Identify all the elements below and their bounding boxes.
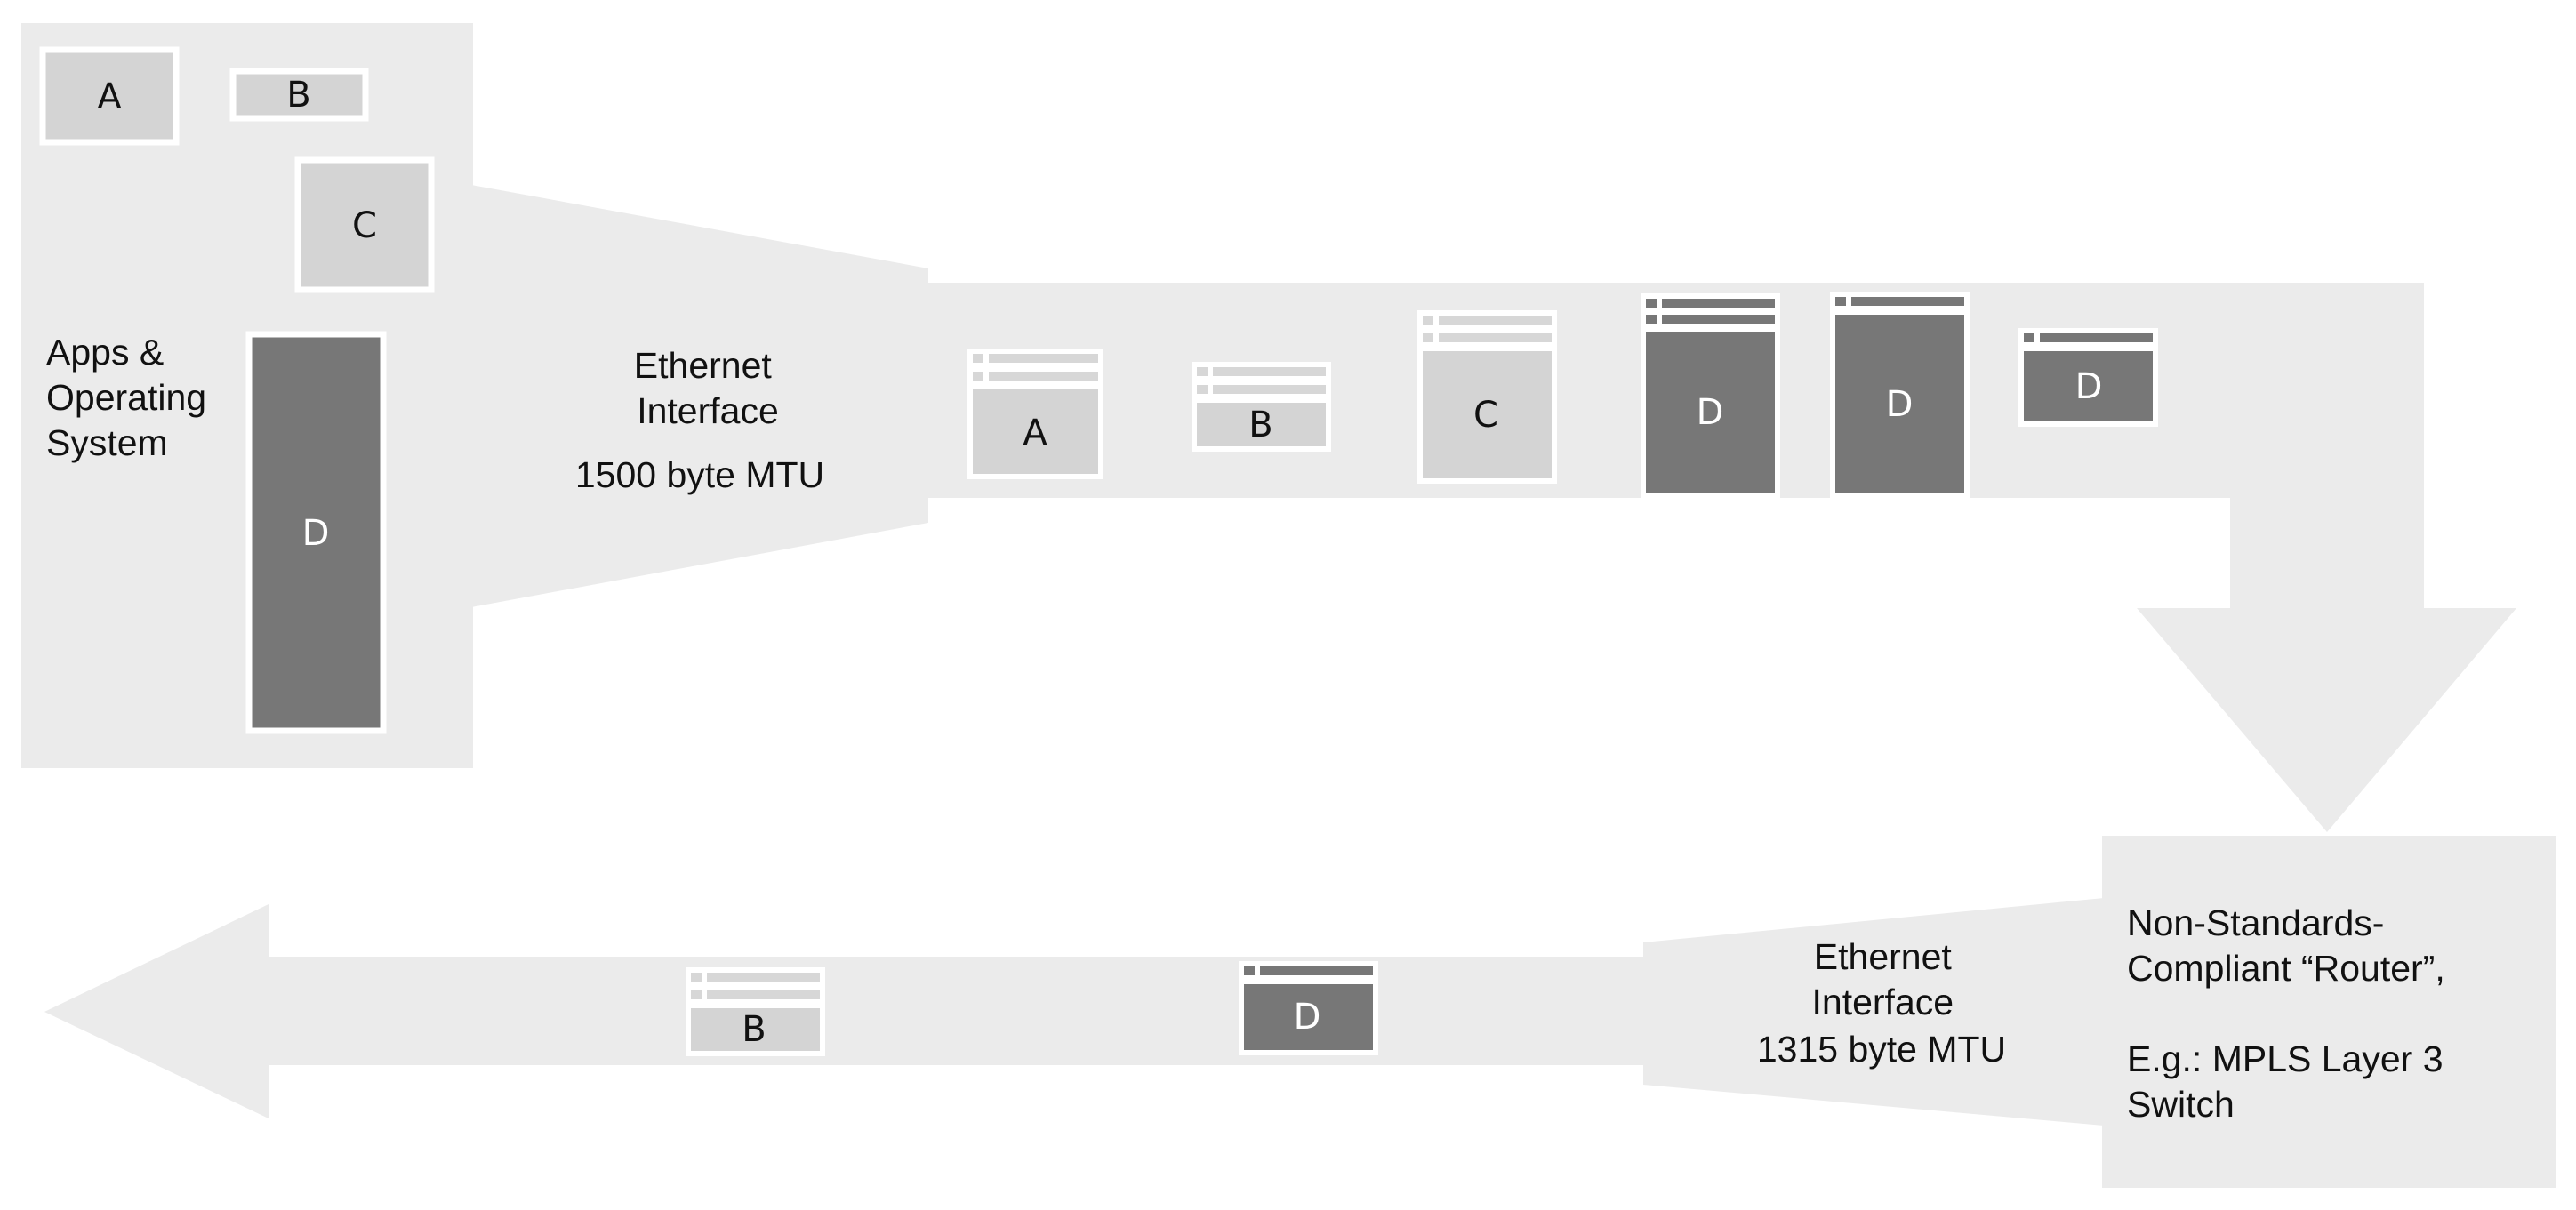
block-label: A	[97, 76, 122, 117]
data-block	[39, 46, 180, 146]
block-label: C	[352, 205, 377, 246]
packet-label: D	[1697, 392, 1724, 433]
header-bar	[1662, 299, 1775, 308]
header-bar	[1439, 333, 1552, 342]
header-bar	[989, 372, 1098, 381]
host-block-A: A	[39, 46, 180, 146]
packet-payload	[973, 389, 1098, 474]
packet-payload	[1244, 984, 1373, 1050]
header-tag	[1646, 299, 1657, 308]
outbound-packet-A: A	[967, 349, 1103, 479]
packet-label: A	[1023, 413, 1047, 453]
packet-label: D	[2075, 366, 2103, 407]
return-band	[267, 957, 1645, 1065]
host-label-line: System	[46, 422, 168, 463]
header-tag	[1423, 333, 1433, 342]
return-interface-label: Ethernet Interface 1315 byte MTU	[1757, 936, 2006, 1070]
host-block-B: B	[229, 68, 369, 122]
packet-label: D	[1294, 997, 1321, 1038]
outbound-interface-line: Ethernet	[634, 345, 773, 386]
outbound-packet-D: D	[1830, 292, 1970, 498]
packet-payload	[1835, 315, 1964, 493]
block-label: B	[286, 75, 310, 116]
host-label-line: Operating	[46, 377, 206, 418]
return-interface-line: Interface	[1812, 982, 1954, 1022]
packet-payload	[691, 1008, 820, 1051]
data-block	[294, 156, 435, 293]
router-label-line: E.g.: MPLS Layer 3	[2127, 1038, 2444, 1079]
header-tag	[1244, 966, 1255, 975]
packet-label: B	[742, 1009, 766, 1050]
outbound-packet-D: D	[1641, 293, 1780, 498]
block-label: D	[302, 513, 330, 554]
host-label-line: Apps &	[46, 332, 164, 373]
down-arrow-shaft	[2230, 493, 2424, 609]
return-interface-line: 1315 byte MTU	[1757, 1029, 2006, 1070]
header-bar	[2040, 333, 2153, 342]
header-bar	[1260, 966, 1373, 975]
return-packet-D: D	[1239, 961, 1378, 1055]
left-arrow-head	[44, 904, 269, 1118]
return-packet-B: B	[686, 967, 825, 1056]
return-interface-line: Ethernet	[1814, 936, 1953, 977]
header-bar	[1213, 367, 1326, 376]
router-region	[2102, 836, 2556, 1188]
packet-label: B	[1248, 405, 1272, 445]
header-tag	[1835, 297, 1846, 306]
header-bar	[1851, 297, 1964, 306]
router-label-line: Switch	[2127, 1084, 2235, 1125]
header-bar	[1662, 315, 1775, 324]
packet-payload	[1197, 403, 1326, 446]
header-tag	[691, 990, 702, 999]
host-block-C: C	[294, 156, 435, 293]
outbound-packet-B: B	[1192, 362, 1331, 452]
header-tag	[691, 973, 702, 982]
flow-regions	[21, 23, 2556, 1188]
header-bar	[1439, 316, 1552, 325]
header-bar	[707, 973, 820, 982]
header-tag	[1197, 367, 1208, 376]
host-label: Apps & Operating System	[46, 332, 216, 463]
return-interface-funnel	[1643, 898, 2104, 1126]
packet-payload	[1646, 332, 1775, 493]
header-tag	[973, 372, 983, 381]
packet-payload	[1423, 351, 1552, 478]
data-block	[229, 68, 369, 122]
host-block-D: D	[245, 331, 387, 734]
header-tag	[973, 354, 983, 363]
outbound-packet-C: C	[1417, 310, 1557, 484]
packet-label: C	[1473, 395, 1498, 436]
header-tag	[2024, 333, 2034, 342]
header-bar	[707, 990, 820, 999]
packet-label: D	[1886, 384, 1914, 425]
data-block	[245, 331, 387, 734]
header-tag	[1646, 315, 1657, 324]
header-tag	[1197, 385, 1208, 394]
router-label-line: Non-Standards-	[2127, 902, 2384, 943]
outbound-interface-line: Interface	[637, 390, 779, 431]
router-label-line: Compliant “Router”,	[2127, 948, 2445, 989]
packet-payload	[2024, 351, 2153, 421]
header-bar	[989, 354, 1098, 363]
outbound-interface-funnel	[471, 185, 928, 607]
outbound-interface-label: Ethernet Interface	[634, 345, 782, 431]
outbound-mtu-label: 1500 byte MTU	[575, 454, 824, 495]
router-label: Non-Standards- Compliant “Router”, E.g.:…	[2127, 902, 2455, 1125]
header-tag	[1423, 316, 1433, 325]
header-bar	[1213, 385, 1326, 394]
outbound-packet-D: D	[2018, 328, 2158, 427]
down-arrow-head	[2137, 608, 2516, 832]
